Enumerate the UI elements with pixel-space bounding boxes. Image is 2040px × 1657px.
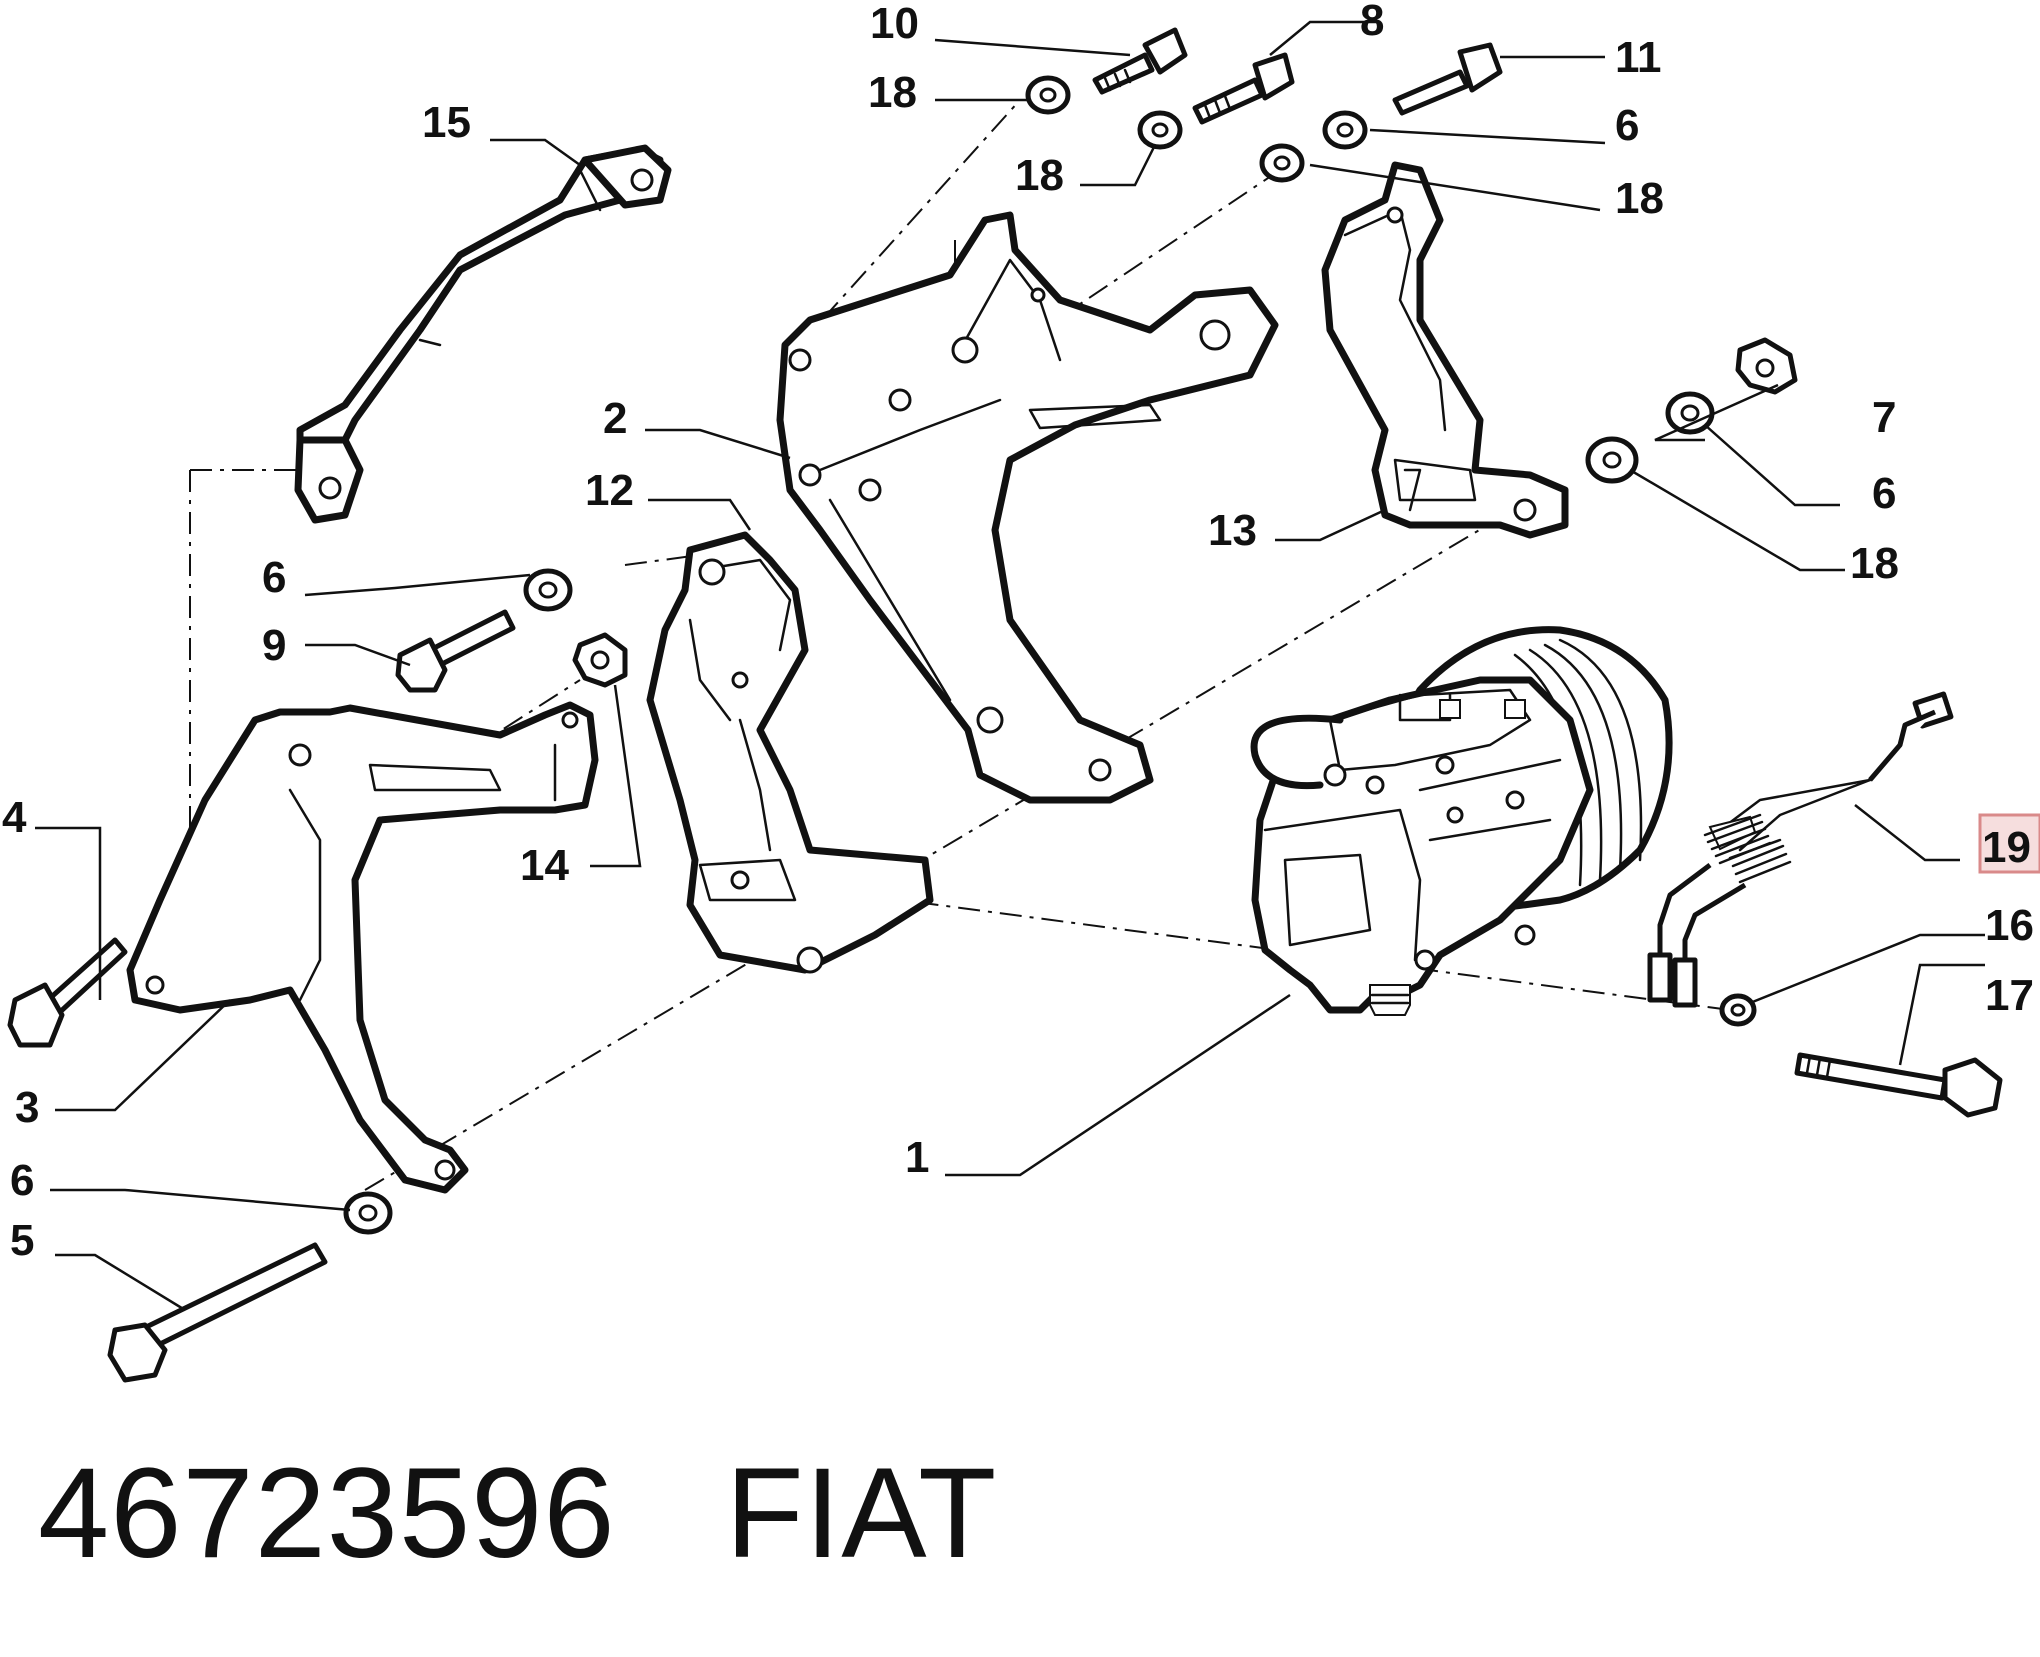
part-number: 46723596 bbox=[38, 1442, 616, 1585]
bolt-5 bbox=[107, 1242, 328, 1383]
callout-4[interactable]: 4 bbox=[2, 793, 27, 842]
callout-12[interactable]: 12 bbox=[585, 466, 634, 515]
callout-9[interactable]: 9 bbox=[262, 621, 286, 670]
callout-6-bottom-left[interactable]: 6 bbox=[10, 1156, 34, 1205]
callout-5[interactable]: 5 bbox=[10, 1216, 34, 1265]
leader-lines bbox=[35, 20, 1985, 1312]
bolt-10 bbox=[1092, 27, 1188, 95]
callout-14[interactable]: 14 bbox=[520, 841, 569, 890]
callout-18-top-mid[interactable]: 18 bbox=[1015, 151, 1064, 200]
callout-18-top-left[interactable]: 18 bbox=[868, 68, 917, 117]
part-1-compressor bbox=[1250, 626, 1673, 1016]
part-15-strut bbox=[294, 144, 672, 524]
callout-19-highlight bbox=[1978, 813, 2040, 874]
callout-3[interactable]: 3 bbox=[15, 1083, 39, 1132]
callout-7[interactable]: 7 bbox=[1872, 393, 1896, 442]
part-3-lower-bracket bbox=[126, 701, 599, 1194]
callout-17[interactable]: 17 bbox=[1985, 971, 2034, 1020]
callout-19[interactable]: 19 bbox=[1982, 823, 2031, 872]
brand-name: FIAT bbox=[725, 1442, 998, 1585]
part-19-wiring-harness bbox=[1647, 691, 1954, 1008]
nut-7-hole bbox=[1755, 358, 1775, 378]
callout-16[interactable]: 16 bbox=[1985, 901, 2034, 950]
callout-15[interactable]: 15 bbox=[422, 98, 471, 147]
callout-6-right[interactable]: 6 bbox=[1872, 469, 1896, 518]
callout-8[interactable]: 8 bbox=[1360, 0, 1384, 45]
callout-2[interactable]: 2 bbox=[603, 394, 627, 443]
bolt-17 bbox=[1794, 1052, 2003, 1118]
callout-18-lower-right[interactable]: 18 bbox=[1850, 539, 1899, 588]
bolt-11 bbox=[1392, 42, 1503, 116]
callout-13[interactable]: 13 bbox=[1208, 506, 1257, 555]
part-12-middle-bracket bbox=[646, 531, 934, 974]
callout-1[interactable]: 1 bbox=[905, 1133, 929, 1182]
callout-labels: 10 18 8 11 6 18 18 15 2 12 13 7 6 18 6 9… bbox=[2, 0, 2034, 1265]
callout-18-right[interactable]: 18 bbox=[1615, 174, 1664, 223]
part-2-main-bracket bbox=[776, 211, 1279, 804]
part-13-right-bracket bbox=[1321, 161, 1569, 539]
washers bbox=[343, 75, 1757, 1235]
callout-11[interactable]: 11 bbox=[1615, 33, 1662, 82]
nut-14-hole bbox=[590, 650, 610, 670]
bolt-8 bbox=[1192, 52, 1295, 125]
fasteners bbox=[7, 27, 2003, 1383]
callout-6-mid-left[interactable]: 6 bbox=[262, 553, 286, 602]
part-footer: 46723596 FIAT bbox=[38, 1440, 997, 1587]
bolt-4 bbox=[7, 937, 128, 1048]
callout-10[interactable]: 10 bbox=[870, 0, 919, 48]
bolt-9 bbox=[395, 609, 516, 693]
callout-6-top-right[interactable]: 6 bbox=[1615, 101, 1639, 150]
